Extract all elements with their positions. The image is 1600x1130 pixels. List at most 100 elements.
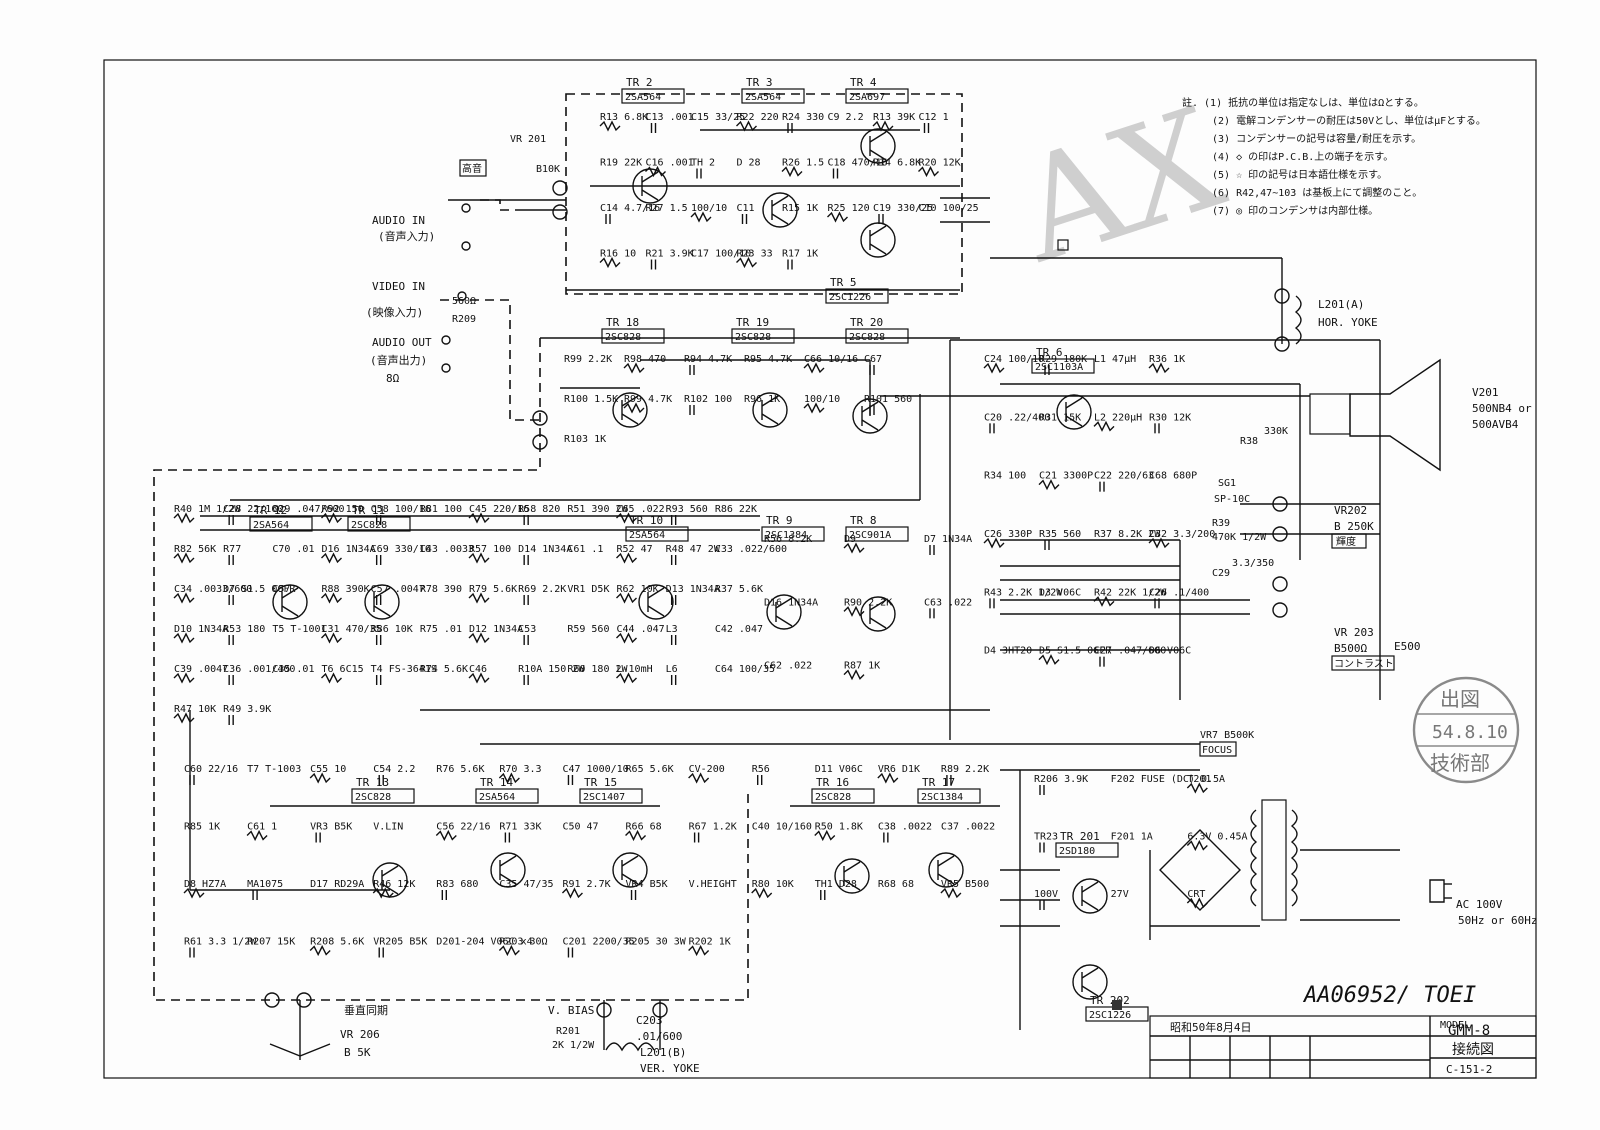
component-label: C20 .22/400: [984, 412, 1050, 423]
component-label: C44 .047: [617, 624, 665, 635]
component-label: D3 V06C: [1039, 587, 1081, 598]
resistor-symbol: [1148, 362, 1170, 374]
c29-label: C29: [1212, 568, 1230, 579]
component-label: R77: [223, 544, 241, 555]
resistor-symbol: [1093, 595, 1115, 607]
crt-id: V201: [1472, 386, 1499, 399]
crt-part2: 500AVB4: [1472, 418, 1519, 431]
transistor-id: TR 17: [922, 776, 955, 789]
component-label: C19 330/25: [873, 203, 933, 214]
component-label: C12 1: [919, 112, 949, 123]
component-label: R48 47 2W: [666, 544, 721, 555]
r201-value: 2K 1/2W: [552, 1040, 595, 1051]
transistor-id: TR 10: [630, 514, 663, 527]
component-label: L3: [666, 624, 678, 635]
component-label: R65 5.6K: [626, 764, 674, 775]
component-label: L6: [666, 664, 678, 675]
model-value: GMM-8: [1448, 1023, 1490, 1039]
transistor-part: 2SC828: [735, 332, 771, 343]
component-label: TR23: [1034, 832, 1058, 843]
component-label: C40 10/160: [752, 822, 812, 833]
resistor-symbol: [751, 887, 773, 899]
transistor-symbol: [490, 852, 526, 888]
component-label: 100V: [1034, 889, 1058, 900]
transistor-symbol: [638, 584, 674, 620]
resistor-symbol: [1186, 839, 1208, 852]
resistor-symbol: [843, 669, 865, 681]
transistor-part: 2SC1226: [1089, 1010, 1131, 1021]
component-label: R31 15K: [1039, 412, 1081, 423]
vr201-value: B10K: [536, 164, 560, 175]
component-label: R85 1K: [184, 822, 220, 833]
component-label: C53: [518, 624, 536, 635]
component-label: R58 820: [518, 504, 560, 515]
note-line: (7) ◎ 印のコンデンサは内部仕様。: [1212, 204, 1378, 217]
transistor-id: TR 4: [850, 76, 877, 89]
component-label: R34 100: [984, 471, 1026, 482]
audio-out-jp: (音声出力): [370, 353, 427, 367]
component-label: R23 33: [737, 249, 773, 260]
component-label: R19 22K: [600, 158, 642, 169]
transistor-part: 2SC828: [815, 792, 851, 803]
vr202-group: VR202 B 250K 輝度: [1272, 496, 1374, 549]
transistor-part: 2SC828: [351, 520, 387, 531]
transistor-part: 2SC1384: [765, 530, 807, 541]
resistor-symbol: [843, 605, 865, 617]
component-label: R62 10K: [617, 584, 659, 595]
transistors: [272, 128, 1108, 1000]
transistor-part: 2SA697: [849, 92, 885, 103]
component-label: R20 12K: [919, 158, 961, 169]
component-label: C69 330/16: [371, 544, 431, 555]
component-label: R24 330: [782, 112, 824, 123]
component-label: R86 22K: [715, 504, 757, 515]
r209-value: 560Ω: [452, 296, 476, 307]
transistor-symbol: [766, 594, 802, 630]
video-shield-cable: [440, 299, 540, 421]
component-label: C66 10/16: [804, 354, 858, 365]
component-label: VR4 B5K: [626, 879, 668, 890]
component-label: R50 1.8K: [815, 822, 863, 833]
resistor-symbol: [498, 772, 520, 784]
component-label: R88 390K: [322, 584, 370, 595]
component-label: C61 1: [247, 822, 277, 833]
component-label: R70 3.3: [499, 764, 541, 775]
resistor-symbol: [183, 887, 205, 899]
component-label: R90 2.2K: [844, 597, 892, 608]
transistor-symbol: [860, 128, 896, 164]
component-label: C34 .0033/600: [174, 584, 252, 595]
component-label: R53 180: [223, 624, 265, 635]
component-label: R94 4.7K: [684, 354, 732, 365]
transistor-part: 2SA564: [479, 792, 515, 803]
audio-in-jp: (音声入力): [378, 229, 435, 243]
component-label: D7 S1.5 06FR: [223, 584, 296, 595]
resistor-symbol: [321, 512, 342, 524]
component-label: D5 S1.5 06FR: [1039, 646, 1112, 657]
vr201-label: VR 201: [510, 134, 546, 145]
resistor-symbol: [843, 542, 865, 554]
resistor-symbol: [372, 887, 394, 899]
component-label: C28 22/160: [223, 504, 283, 515]
component-label: C32 3.3/200: [1149, 529, 1215, 540]
transistor-symbol: [364, 584, 400, 620]
r38-value: 330K: [1264, 426, 1288, 437]
vr207-note: FOCUS: [1202, 745, 1232, 756]
component-label: D17 RD29A: [310, 879, 364, 890]
component-label: R205 30 3W: [626, 937, 687, 948]
transistor-symbol: [1056, 394, 1092, 430]
component-label: C18 470/16: [828, 158, 888, 169]
component-label: C67: [864, 354, 882, 365]
component-label: R101 560: [864, 394, 912, 405]
component-label: C31 470/35: [322, 624, 382, 635]
component-label: R99 4.7K: [624, 394, 672, 405]
transistor-part: 2SC901A: [849, 530, 891, 541]
vr207-label: VR7 B500K: [1200, 730, 1254, 741]
component-label: R81 100: [420, 504, 462, 515]
component-label: C11: [737, 203, 755, 214]
vr203-group: VR 203 B500Ω コントラスト E500: [1272, 576, 1421, 671]
component-label: C27 .047/600: [1094, 646, 1166, 657]
ver-yoke-label: L201(B): [640, 1046, 686, 1059]
component-label: VR3 B5K: [310, 822, 352, 833]
component-label: C21 3300P: [1039, 471, 1093, 482]
component-label: C35 47/35: [499, 879, 553, 890]
